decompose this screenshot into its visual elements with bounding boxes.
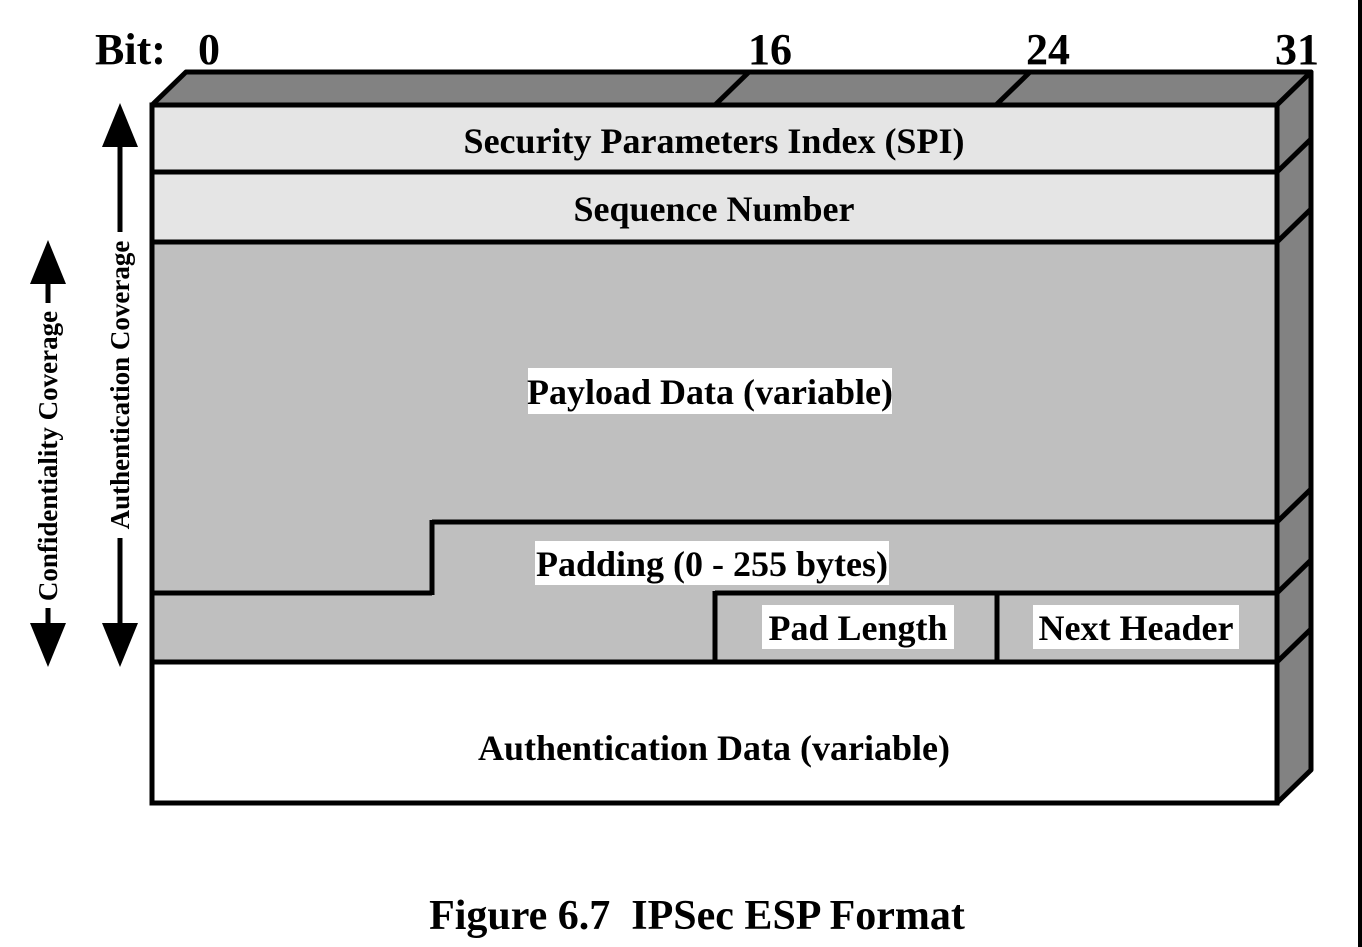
padding-label-backdrop	[535, 541, 889, 585]
right-face-edge-padlength	[1275, 558, 1313, 595]
field-label-next-header: Next Header	[1039, 608, 1234, 648]
right-face	[1274, 69, 1314, 806]
bit-tick-mark-16	[713, 70, 751, 107]
bit-tick-label-31: 31	[1275, 25, 1319, 74]
bit-tick-label-16: 16	[748, 25, 792, 74]
payload-label-backdrop	[528, 368, 892, 414]
authentication-coverage-label: Authentication Coverage	[105, 241, 135, 530]
nextheader-label-backdrop	[1033, 605, 1239, 649]
right-face-edge-padding	[1275, 487, 1313, 524]
right-face-edge-sequence	[1275, 207, 1313, 244]
field-labels: Security Parameters Index (SPI) Sequence…	[464, 121, 1239, 768]
field-label-padding: Padding (0 - 255 bytes)	[536, 544, 888, 584]
arrowhead-up-icon	[30, 240, 66, 284]
bit-ruler: Bit: 0 16 24 31	[95, 25, 1319, 74]
bit-tick-label-0: 0	[198, 25, 220, 74]
bit-tick-label-24: 24	[1026, 25, 1070, 74]
field-label-payload-data: Payload Data (variable)	[527, 372, 893, 412]
arrowhead-down-icon	[30, 623, 66, 667]
bit-axis-label: Bit:	[95, 25, 166, 74]
field-label-pad-length: Pad Length	[768, 608, 947, 648]
padlength-label-backdrop	[762, 605, 954, 649]
authentication-data-region	[152, 662, 1277, 803]
authentication-coverage-arrow: Authentication Coverage	[102, 103, 138, 667]
confidentiality-coverage-arrow: Confidentiality Coverage	[30, 240, 66, 667]
confidentiality-coverage-label: Confidentiality Coverage	[33, 311, 63, 601]
bit-tick-mark-24	[994, 70, 1032, 107]
arrowhead-up-icon	[102, 103, 138, 147]
arrowhead-down-icon	[102, 623, 138, 667]
right-face-edge-spi	[1275, 137, 1313, 174]
field-label-sequence-number: Sequence Number	[574, 189, 855, 229]
packet-front-face	[149, 102, 1280, 806]
figure-caption: Figure 6.7 IPSec ESP Format	[429, 893, 965, 939]
field-label-spi: Security Parameters Index (SPI)	[464, 121, 965, 161]
packet-outline	[149, 102, 1280, 806]
field-label-authentication-data: Authentication Data (variable)	[478, 728, 950, 768]
right-face-edge-authdata	[1275, 627, 1313, 664]
